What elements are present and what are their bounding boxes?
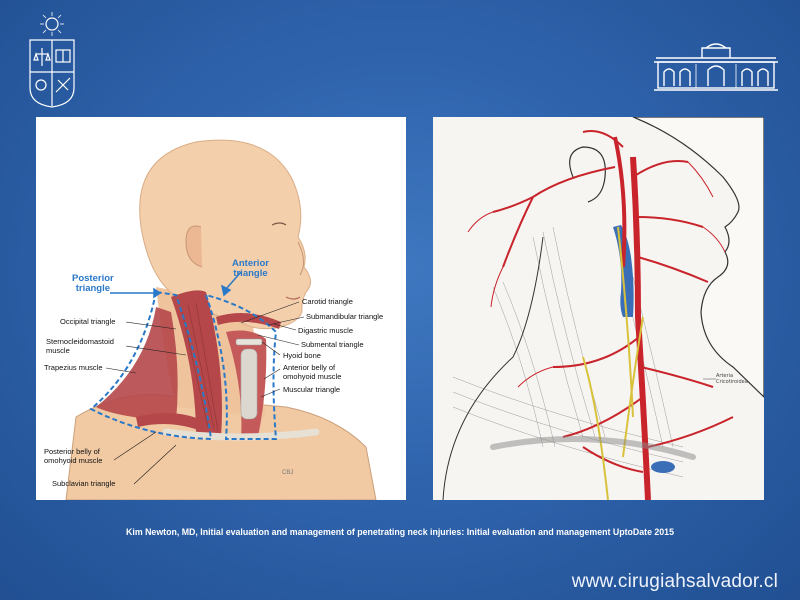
citation-text: Kim Newton, MD, Initial evaluation and m… [126, 527, 674, 537]
arteria-cricotiroidea-annotation: Arteria Cricotiroidea [716, 373, 748, 385]
posterior-belly-omohyoid-label: Posterior belly of omohyoid muscle [44, 447, 102, 465]
arteria-cricotiroidea-line1: Arteria [716, 373, 734, 379]
occipital-triangle-label: Occipital triangle [60, 317, 116, 326]
posterior-triangle-label-line2: triangle [75, 283, 111, 294]
hyoid-bone-label: Hyoid bone [283, 351, 321, 360]
anterior-triangle-label-line2: triangle [233, 268, 268, 279]
website-url: www.cirugiahsalvador.cl [571, 571, 778, 592]
anterior-belly-omohyoid-label-line2: omohyoid muscle [283, 372, 342, 381]
neck-vascular-dissection-illustration: Arteria Cricotiroidea [433, 117, 764, 500]
vascular-dissection-drawing [442, 117, 764, 500]
sternocleidomastoid-label-line1: Sternocleidomastoid [46, 337, 114, 346]
anterior-triangle-label: Anterior triangle [232, 259, 269, 279]
posterior-triangle-label: Posterior triangle [72, 274, 114, 294]
submental-triangle-label: Submental triangle [301, 340, 364, 349]
posterior-belly-omohyoid-label-line2: omohyoid muscle [44, 456, 103, 465]
muscular-triangle-label: Muscular triangle [283, 385, 341, 394]
posterior-triangle-label-line1: Posterior [72, 273, 114, 284]
subclavian-triangle-label: Subclavian triangle [52, 479, 116, 488]
university-emblem-logo [29, 12, 75, 108]
neck-anatomy-drawing [65, 139, 377, 500]
sternocleidomastoid-label-line2: muscle [46, 346, 70, 355]
anterior-belly-omohyoid-label-line1: Anterior belly of [283, 363, 336, 372]
hospital-building-logo [654, 43, 778, 91]
trapezius-muscle-label: Trapezius muscle [44, 363, 103, 372]
anterior-belly-omohyoid-label: Anterior belly of omohyoid muscle [283, 363, 341, 381]
sternocleidomastoid-label: Sternocleidomastoid muscle [46, 337, 114, 355]
arteria-cricotiroidea-line2: Cricotiroidea [716, 379, 748, 385]
illustrator-signature: CBJ [282, 470, 294, 476]
submandibular-triangle-label: Submandibular triangle [306, 312, 384, 321]
carotid-triangle-label: Carotid triangle [302, 297, 353, 306]
neck-triangles-illustration: Posterior triangle Anterior triangle Occ… [36, 117, 406, 500]
digastric-muscle-label: Digastric muscle [298, 326, 354, 335]
posterior-belly-omohyoid-label-line1: Posterior belly of [44, 447, 100, 456]
anterior-triangle-label-line1: Anterior [232, 258, 269, 269]
